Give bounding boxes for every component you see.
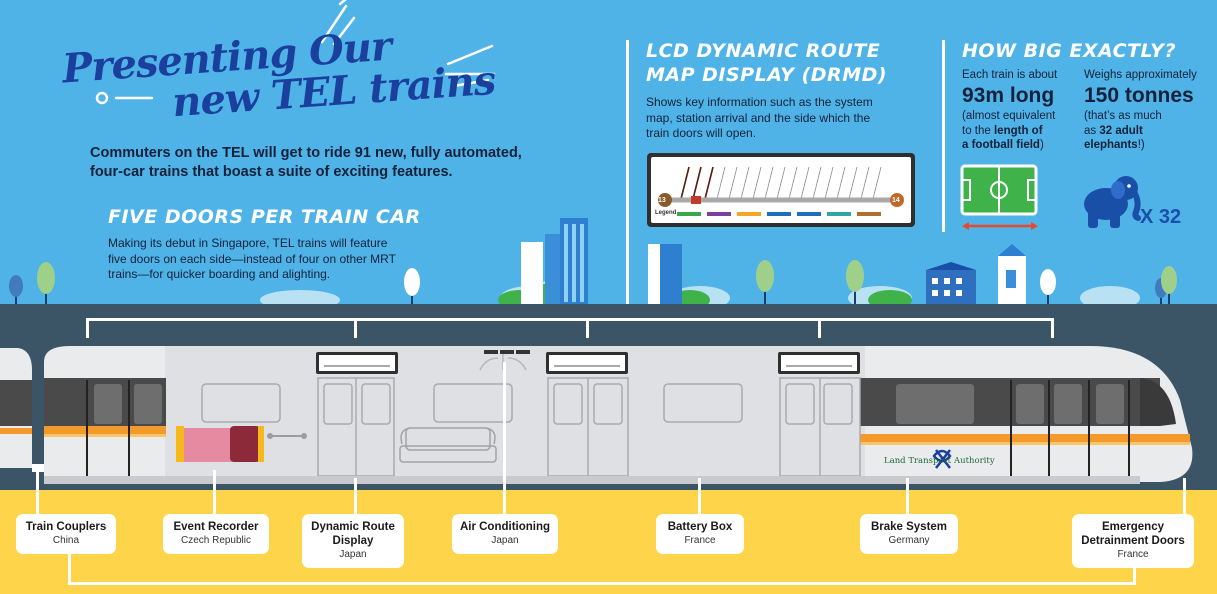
top-bracket-tick bbox=[354, 318, 357, 338]
component-name: Event Recorder bbox=[173, 521, 259, 533]
component-emergency-detrainment-doors: Emergency Detrainment Doors France bbox=[1072, 514, 1194, 568]
component-name: Emergency Detrainment Doors bbox=[1081, 521, 1185, 547]
component-name: Dynamic Route Display bbox=[311, 521, 395, 547]
sparkle-icon bbox=[320, 0, 356, 45]
skyline bbox=[9, 218, 1177, 306]
connector-aircon bbox=[503, 362, 506, 514]
weight-note-2: as bbox=[1084, 124, 1097, 137]
sparkle-icon bbox=[444, 44, 496, 88]
five-doors-heading: FIVE DOORS PER TRAIN CAR bbox=[108, 206, 421, 228]
building-icon bbox=[521, 218, 1026, 306]
component-brake-system: Brake System Germany bbox=[860, 514, 958, 554]
length-value: 93m long bbox=[962, 84, 1055, 107]
component-name: Train Couplers bbox=[25, 521, 107, 533]
drmd-end-number: 14 bbox=[892, 197, 900, 204]
divider-line bbox=[626, 40, 629, 320]
top-bracket-tick bbox=[1051, 318, 1054, 338]
length-note-3: a football field bbox=[962, 139, 1040, 151]
weight-note-bold-1: 32 adult bbox=[1099, 124, 1143, 137]
weight-note-1: (that’s as much bbox=[1084, 110, 1162, 122]
length-note-1: (almost equivalent bbox=[962, 110, 1056, 122]
five-doors-body: Making its debut in Singapore, TEL train… bbox=[108, 236, 396, 281]
length-note: (almost equivalent to the length of a fo… bbox=[962, 109, 1082, 153]
connector-edd-down bbox=[1133, 566, 1136, 585]
lta-label-right: Authority bbox=[954, 456, 995, 466]
top-bracket-tick bbox=[86, 318, 89, 338]
component-name: Air Conditioning bbox=[459, 521, 551, 533]
weight-note-3: !) bbox=[1137, 139, 1145, 151]
length-note-2: to the bbox=[962, 124, 991, 137]
weight-note-bold-2: elephants bbox=[1084, 139, 1138, 151]
connector-couplers-h bbox=[36, 498, 39, 514]
component-name: Battery Box bbox=[667, 521, 733, 533]
elephant-icon bbox=[1084, 176, 1141, 228]
drmd-display: 13 14 Legend bbox=[647, 153, 915, 227]
connector-couplers bbox=[36, 468, 39, 514]
sparkle-icon bbox=[95, 91, 154, 105]
top-bracket-tick bbox=[818, 318, 821, 338]
drmd-screen: 13 14 Legend bbox=[651, 157, 911, 223]
component-train-couplers: Train Couplers China bbox=[16, 514, 116, 554]
weight-intro: Weighs approximately bbox=[1084, 69, 1197, 81]
component-country: Czech Republic bbox=[180, 535, 252, 546]
drmd-heading-line1: LCD DYNAMIC ROUTE bbox=[646, 40, 881, 62]
elephant-multiplier: X 32 bbox=[1140, 206, 1182, 228]
connector-brake bbox=[906, 478, 909, 514]
component-country: Japan bbox=[491, 535, 519, 546]
connector-recorder bbox=[213, 470, 216, 514]
component-country: France bbox=[1117, 549, 1149, 560]
divider-line bbox=[942, 40, 945, 232]
component-country: Germany bbox=[888, 535, 930, 546]
intro-text: Commuters on the TEL will get to ride 91… bbox=[90, 145, 522, 180]
component-name: Brake System bbox=[870, 521, 948, 533]
connector-edd bbox=[1183, 478, 1186, 514]
connector-drmd bbox=[354, 478, 357, 514]
length-note-4: ) bbox=[1039, 139, 1044, 151]
lta-label-2: Authority bbox=[954, 456, 995, 466]
drmd-heading-line2: MAP DISPLAY (DRMD) bbox=[646, 64, 888, 86]
component-country: France bbox=[684, 535, 716, 546]
lta-label: Land Transport bbox=[884, 456, 951, 466]
drmd-start-number: 13 bbox=[658, 197, 666, 204]
component-event-recorder: Event Recorder Czech Republic bbox=[163, 514, 269, 554]
train bbox=[0, 346, 1193, 484]
weight-note: (that’s as much as 32 adult elephants!) bbox=[1084, 109, 1209, 153]
tree-icon bbox=[9, 260, 1177, 306]
connector-couplers-down bbox=[68, 552, 71, 585]
drmd-legend-label: Legend bbox=[655, 210, 677, 216]
connector-battery bbox=[698, 478, 701, 514]
component-battery-box: Battery Box France bbox=[656, 514, 744, 554]
component-country: China bbox=[52, 535, 80, 546]
train-drmd-display bbox=[316, 352, 860, 374]
connector-bottom bbox=[68, 582, 1136, 585]
lta-label-1: Land Transport bbox=[884, 456, 952, 466]
length-intro: Each train is about bbox=[962, 69, 1058, 81]
component-air-conditioning: Air Conditioning Japan bbox=[452, 514, 558, 554]
drmd-map bbox=[658, 166, 904, 216]
top-bracket-tick bbox=[586, 318, 589, 338]
length-note-bold: length of bbox=[993, 124, 1043, 137]
top-bracket bbox=[86, 318, 1054, 321]
weight-value: 150 tonnes bbox=[1084, 84, 1194, 107]
component-dynamic-route-display: Dynamic Route Display Japan bbox=[302, 514, 404, 568]
component-country: Japan bbox=[339, 549, 367, 560]
football-field-icon bbox=[960, 164, 1038, 230]
drmd-body: Shows key information such as the system… bbox=[646, 95, 873, 140]
how-big-heading: HOW BIG EXACTLY? bbox=[962, 40, 1176, 62]
